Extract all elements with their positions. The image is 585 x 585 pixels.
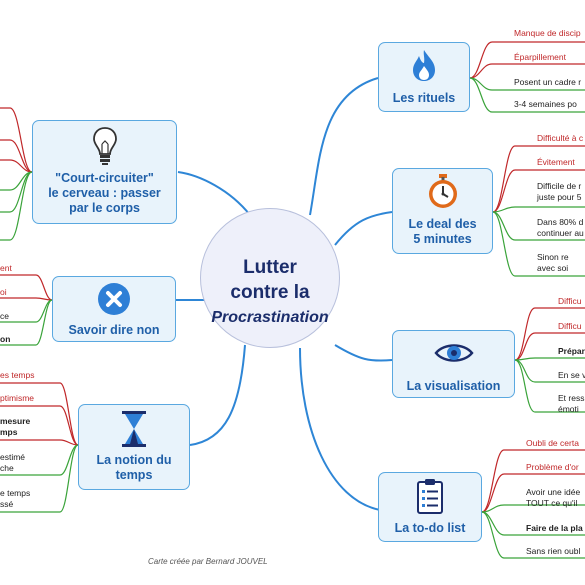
leaf-deal-2: Évitement [537, 157, 575, 167]
leaf-todo-5: Sans rien oubl [526, 546, 581, 556]
leaf-dire-non-3: ce [0, 311, 9, 321]
leaf-todo-1: Oubli de certa [526, 438, 579, 448]
stopwatch-icon [428, 174, 457, 208]
branch-court-circuiter[interactable]: "Court-circuiter" le cerveau : passer pa… [32, 120, 177, 224]
leaf-deal-5: Sinon re avec soi [537, 252, 569, 273]
leaf-todo-2: Problème d'or [526, 462, 579, 472]
leaf-visualisation-5: Et ress émoti [558, 393, 585, 414]
branch-todo-label: La to-do list [394, 521, 466, 535]
leaf-deal-4: Dans 80% d continuer au [537, 217, 584, 238]
connector-temps [189, 344, 246, 446]
branch-connectors [176, 77, 393, 511]
leaf-todo-3: Avoir une idée TOUT ce qu'il [526, 487, 581, 508]
leaf-deal-1: Difficulté à c [537, 133, 584, 143]
lightbulb-icon [92, 127, 117, 165]
branch-temps-label: La notion du temps [96, 453, 172, 482]
leaf-visualisation-2: Difficu [558, 321, 582, 331]
branch-visualisation[interactable]: La visualisation [392, 330, 515, 398]
leaf-rituels-2: Éparpillement [514, 52, 566, 62]
leaf-rituels-1: Manque de discip [514, 28, 581, 38]
leaf-connectors-left [0, 107, 79, 513]
connector-rituels [309, 77, 379, 216]
checklist-icon [417, 479, 443, 514]
leaf-rituels-3: Posent un cadre r [514, 77, 582, 87]
branch-rituels-label: Les rituels [392, 91, 456, 105]
leaf-dire-non-1: ent [0, 263, 12, 273]
branch-dire-non-label: Savoir dire non [68, 323, 160, 337]
leaf-dire-non-4: on [0, 334, 11, 344]
leaf-deal-3: Difficile de r juste pour 5 [537, 181, 582, 202]
connector-deal [334, 211, 393, 246]
leaf-rituels-4: 3-4 semaines po [514, 99, 577, 109]
central-topic-line3: Procrastination [211, 309, 329, 326]
central-topic-line1: Lutter [243, 257, 297, 278]
branch-court-label: "Court-circuiter" le cerveau : passer pa… [48, 171, 161, 215]
branch-visualisation-label: La visualisation [406, 379, 501, 393]
leaf-visualisation-1: Difficu [558, 296, 582, 306]
branch-deal-5-minutes[interactable]: Le deal des 5 minutes [392, 168, 493, 254]
leaf-temps-2: ptimisme [0, 393, 35, 403]
leaf-visualisation-3: Prépar [558, 346, 585, 356]
central-topic[interactable]: Lutter contre la Procrastination [200, 208, 340, 348]
leaf-temps-1: es temps [0, 370, 35, 380]
leaf-dire-non-2: oi [0, 287, 7, 297]
leaf-todo-4: Faire de la pla [526, 523, 583, 533]
connector-todo [299, 347, 381, 511]
connector-court [177, 171, 251, 216]
hourglass-icon [122, 411, 146, 447]
leaf-temps-4: estimé che [0, 452, 26, 473]
leaf-connectors-right [469, 41, 585, 559]
flame-icon [413, 50, 435, 81]
connector-visualisation [334, 344, 393, 362]
leaf-visualisation-4: En se v [558, 370, 585, 380]
x-circle-icon [98, 283, 130, 315]
branch-rituels[interactable]: Les rituels [378, 42, 470, 112]
leaf-temps-5: e temps ssé [0, 488, 31, 509]
branch-todo-list[interactable]: La to-do list [378, 472, 482, 542]
author-credit: Carte créée par Bernard JOUVEL [148, 557, 268, 566]
leaf-temps-3: mesure mps [0, 416, 31, 437]
branch-deal-label: Le deal des 5 minutes [408, 217, 477, 246]
branch-notion-du-temps[interactable]: La notion du temps [78, 404, 190, 490]
eye-icon [433, 344, 474, 362]
branch-savoir-dire-non[interactable]: Savoir dire non [52, 276, 176, 342]
central-topic-line2: contre la [230, 282, 310, 303]
